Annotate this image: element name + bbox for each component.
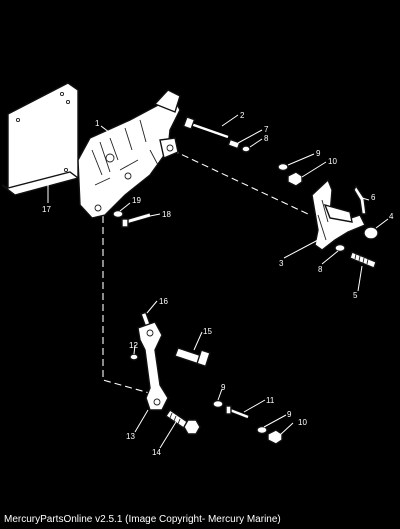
- bolt-18: [121, 212, 151, 228]
- clip-6: [353, 184, 367, 215]
- callout-4: 4: [389, 212, 394, 221]
- callout-10b: 10: [298, 418, 307, 427]
- callout-3: 3: [279, 259, 284, 268]
- callout-9: 9: [316, 149, 321, 158]
- washer-12: [129, 353, 139, 361]
- bolt-11: [225, 405, 249, 419]
- bolt-2: [182, 116, 229, 139]
- callout-1: 1: [95, 119, 100, 128]
- lever-arm-13: [137, 321, 169, 411]
- callout-14: 14: [152, 448, 161, 457]
- bushing-7: [227, 138, 241, 150]
- bolt-14: [165, 409, 201, 435]
- main-bracket-1: [77, 89, 181, 219]
- control-bracket-3: [311, 178, 366, 251]
- callout-12: 12: [129, 341, 138, 350]
- callout-19: 19: [132, 196, 141, 205]
- callout-17: 17: [42, 205, 51, 214]
- callout-15: 15: [203, 327, 212, 336]
- nut-10: [287, 171, 303, 187]
- callout-16: 16: [159, 297, 168, 306]
- callout-10: 10: [328, 157, 337, 166]
- callout-2: 2: [240, 111, 245, 120]
- callout-6: 6: [371, 193, 376, 202]
- washer-19: [112, 209, 124, 219]
- washer-9: [277, 162, 289, 172]
- nut-10-lower: [267, 429, 283, 445]
- callout-11: 11: [266, 396, 275, 405]
- callout-8b: 8: [318, 265, 323, 274]
- callout-labels: 1 2 7 8 9 10 19 18 17 6 4 3 8 5 16 15 12…: [42, 111, 394, 457]
- callout-18: 18: [162, 210, 171, 219]
- callout-8: 8: [264, 134, 269, 143]
- callout-13: 13: [126, 432, 135, 441]
- copyright-caption: MercuryPartsOnline v2.5.1 (Image Copyrig…: [4, 514, 281, 525]
- callout-9b: 9: [221, 383, 226, 392]
- washer-9-lower-a: [212, 399, 224, 409]
- callout-9c: 9: [287, 410, 292, 419]
- callout-5: 5: [353, 291, 358, 300]
- mounting-plate-17: [1, 82, 80, 196]
- cap-4: [363, 226, 379, 240]
- washer-9-lower-b: [256, 425, 268, 435]
- alignment-lines: [102, 149, 311, 397]
- callout-7: 7: [264, 125, 269, 134]
- bolt-15: [174, 347, 211, 368]
- washer-8-lower: [334, 243, 346, 253]
- washer-8: [241, 145, 251, 153]
- bolt-5: [349, 251, 377, 269]
- leader-lines: [47, 114, 389, 449]
